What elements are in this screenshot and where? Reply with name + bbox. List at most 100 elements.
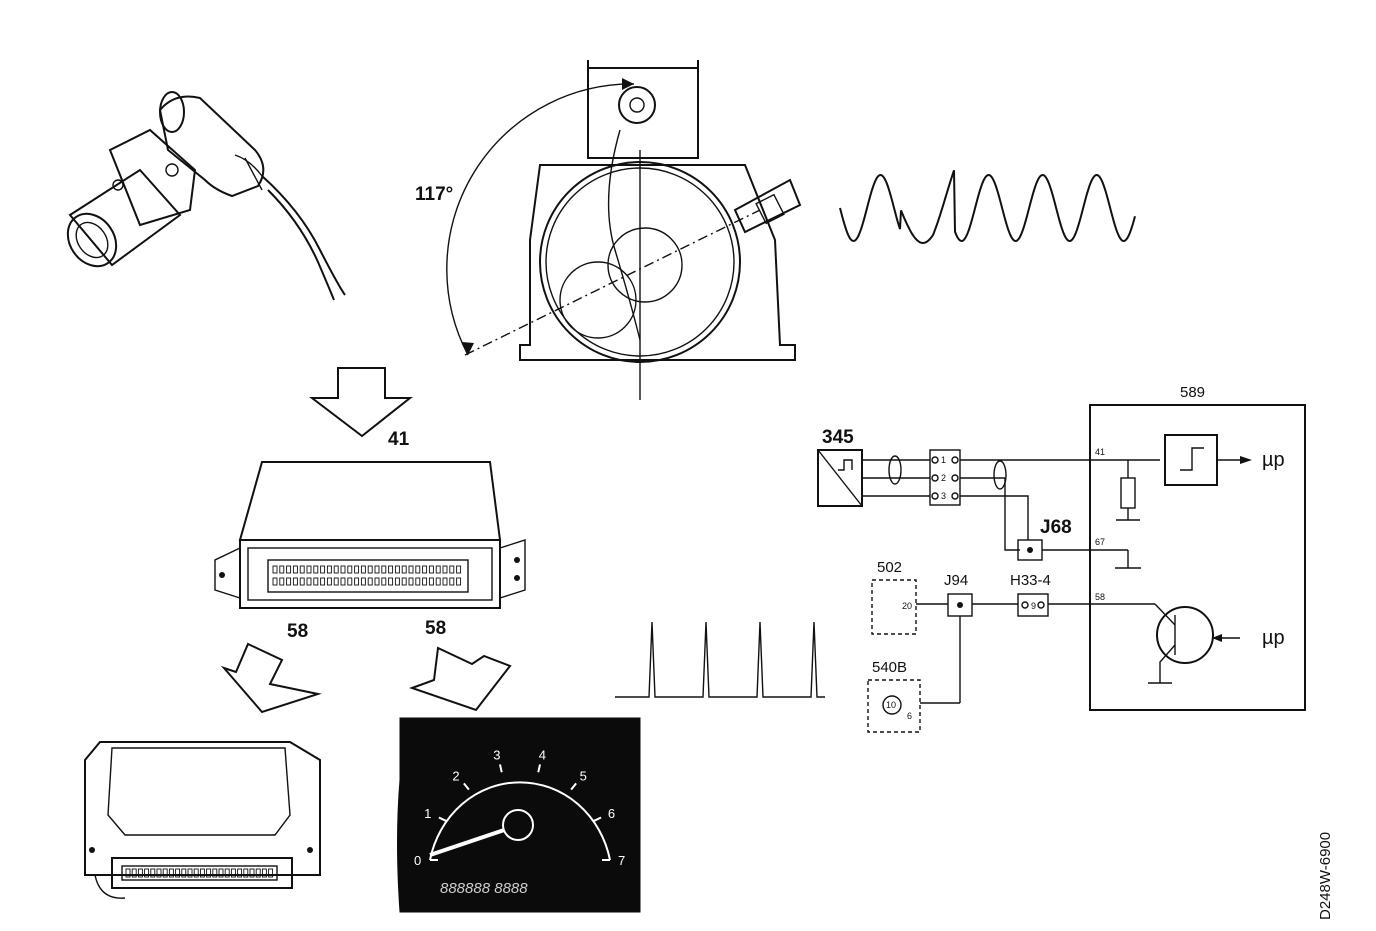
output-left-label: 58 [287,621,308,642]
ecu-pin [255,868,261,878]
gauge-tick-label: 1 [424,806,431,821]
ecu-pin [125,868,131,878]
mu-bottom-label: µp [1262,627,1285,649]
pin-58-label: 58 [1095,592,1105,602]
gauge-tick [570,782,577,791]
ecu-pin [401,565,407,574]
ecu-pin [388,577,394,586]
ecu-pin [394,565,400,574]
ecu-pin [408,577,414,586]
ecu-pin [394,577,400,586]
crank-sensor-illustration [66,91,346,301]
ecu-pin [333,577,339,586]
gauge-tick [537,764,542,773]
junction-j94-label: J94 [944,572,968,589]
ecu-pin [456,577,462,586]
gauge-tick [463,782,470,791]
ecu-pin [435,577,441,586]
ecu-pin [286,565,292,574]
ecu-pin [340,565,346,574]
sensor-waveform [839,169,1136,245]
ecu-pin [299,565,305,574]
ecu-pin [320,577,326,586]
gauge-tick [498,764,503,773]
ecu-pin [279,565,285,574]
ecu-pin [181,868,187,878]
ecu-pin [137,868,143,878]
ecu-pin [286,577,292,586]
ecu-pin [272,565,278,574]
ecu-41-illustration [214,461,526,609]
ecu-pin [442,577,448,586]
ecu-pin [326,577,332,586]
ecu-pin [272,577,278,586]
pin-2-label: 2 [941,473,946,483]
ecu-pin [347,577,353,586]
ecu-pin [193,868,199,878]
ecu-pin [456,565,462,574]
flywheel-illustration: 117° [415,60,802,400]
ecu-pin [449,577,455,586]
ecu-pin [388,565,394,574]
ecu-pin [442,565,448,574]
ecu-pin [435,565,441,574]
pin-6-label: 6 [907,711,912,721]
ecu-pin [449,565,455,574]
pulse-signal [615,621,825,698]
ecu-pin [374,577,380,586]
junction-j68-label: J68 [1040,517,1072,538]
mu-top-label: µp [1262,449,1285,471]
engine-ecu-illustration [84,741,321,899]
pin-20-label: 20 [902,601,912,611]
ecu-pin [422,577,428,586]
ecu-pin [320,565,326,574]
output-right-label: 58 [425,618,446,639]
ecu-pin [156,868,162,878]
down-arrow-icon [309,367,413,438]
ecu-pin [333,565,339,574]
ecu-pin [415,577,421,586]
ecu-pin [422,565,428,574]
module-540b-label: 540B [872,659,907,676]
arrow-left-down-icon [220,642,322,714]
module-502-label: 502 [877,559,902,576]
ecu-pin [374,565,380,574]
pin-3-label: 3 [941,491,946,501]
ecu-pin [408,565,414,574]
wiring-schematic: 589 345 1 2 3 41 J68 67 [817,384,1306,733]
figure-code: D248W-6900 [1317,832,1334,920]
ecu-pin [162,868,168,878]
ecu-pin [428,577,434,586]
gauge-tick-label: 7 [618,853,625,868]
ecu-pin [354,577,360,586]
ecu-pin [340,577,346,586]
ecu-pin [401,577,407,586]
control-unit-label: 589 [1180,384,1205,401]
ecu-pin [224,868,230,878]
pin-41-label: 41 [1095,447,1105,457]
gauge-tick [438,816,447,822]
ecu-pin [326,565,332,574]
ecu-pin [261,868,267,878]
ecu-pin [306,565,312,574]
pin-10-label: 10 [886,700,896,710]
ecu-pin [212,868,218,878]
ecu-pin [360,577,366,586]
sensor-label: 345 [822,427,854,448]
ecu-pin [199,868,205,878]
ecu-pin [218,868,224,878]
ecu-pin [415,565,421,574]
ecu-pin [381,577,387,586]
ecu-pin [243,868,249,878]
gauge-tick-label: 3 [493,748,500,763]
ecu-pin [381,565,387,574]
ecu-pin [292,577,298,586]
ecu-pin [313,577,319,586]
gauge-tick-label: 4 [539,748,546,763]
ecu-pin [230,868,236,878]
gauge-tick-label: 5 [580,769,587,784]
ecu-pin [306,577,312,586]
ecu-pin [187,868,193,878]
